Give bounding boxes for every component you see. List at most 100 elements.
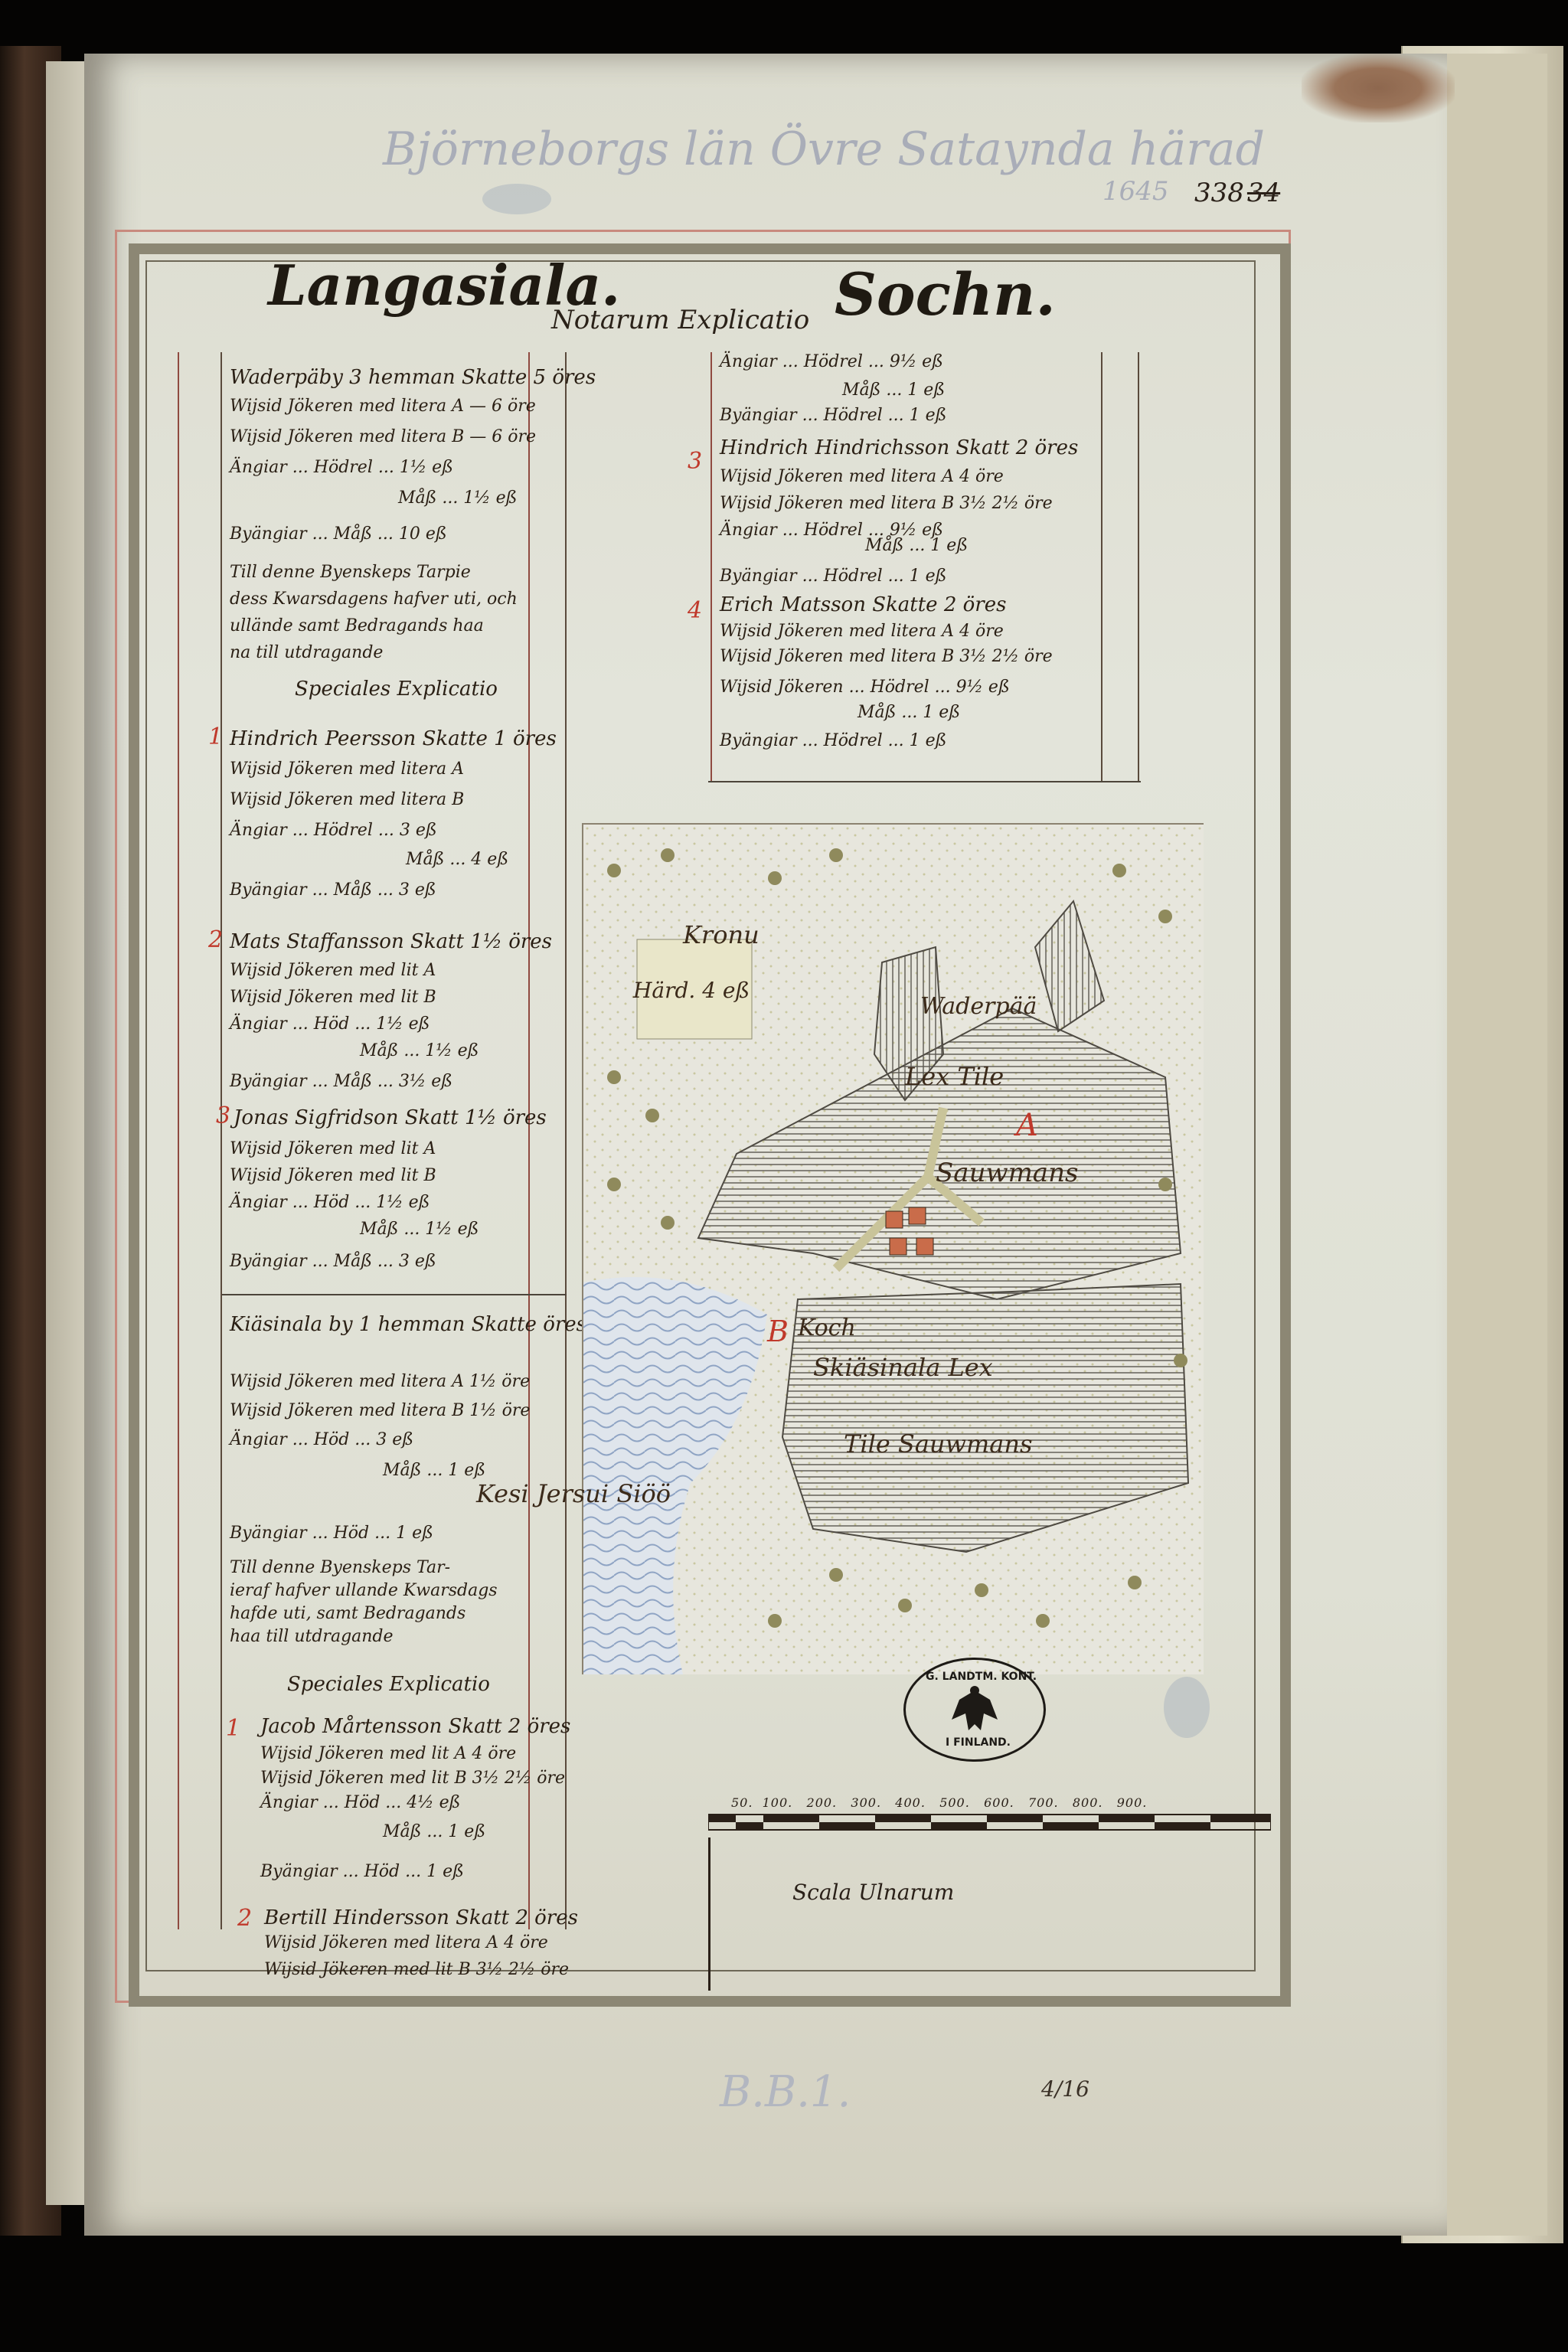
- entry-number: 1: [208, 724, 224, 750]
- person-name: Mats Staffansson Skatt 1½ öres: [230, 930, 553, 953]
- person-line: Byängiar ... Höd ... 1 eß: [260, 1862, 464, 1881]
- right-line: Måß ... 1 eß: [842, 381, 946, 400]
- scale-tick: 600.: [984, 1795, 1014, 1810]
- person-line: Wijsid Jökeren med litera B 3½ 2½ öre: [720, 647, 1053, 666]
- person-line: Byängiar ... Hödrel ... 1 eß: [720, 567, 947, 586]
- person-line: Måß ... 1½ eß: [360, 1220, 479, 1239]
- map-label-field-a1: Waderpää: [920, 993, 1037, 1020]
- entry-number: 2: [237, 1905, 253, 1932]
- person-line: Måß ... 1 eß: [383, 1822, 486, 1841]
- stamp-text-bottom: I FINLAND.: [946, 1736, 1011, 1749]
- person-line: Byängiar ... Måß ... 3½ eß: [230, 1072, 452, 1091]
- trees: [607, 848, 1187, 1628]
- person-line: Måß ... 4 eß: [406, 850, 509, 869]
- scale-tick: 500.: [939, 1795, 970, 1810]
- village1-line: Wijsid Jökeren med litera B — 6 öre: [230, 427, 537, 446]
- text-column-rule: [220, 352, 222, 1929]
- field-a-parcel: [873, 946, 945, 1102]
- farmhouses: [885, 1207, 934, 1256]
- person-line: Wijsid Jökeren med litera B 3½ 2½ öre: [720, 494, 1053, 513]
- person-line: Wijsid Jökeren med lit A 4 öre: [260, 1744, 517, 1763]
- village-road: [832, 1106, 985, 1272]
- person-name: Jonas Sigfridson Skatt 1½ öres: [234, 1106, 547, 1129]
- person-name: Erich Matsson Skatte 2 öres: [720, 593, 1007, 616]
- person-line: Byängiar ... Måß ... 3 eß: [230, 1252, 436, 1271]
- village2-line: Måß ... 1 eß: [383, 1461, 486, 1480]
- back-page-edge-inner: [1439, 54, 1547, 2236]
- right-line: Ängiar ... Hödrel ... 9½ eß: [720, 352, 943, 371]
- page-note: 4/16: [1041, 2076, 1089, 2102]
- scale-tick: 100.: [762, 1795, 793, 1810]
- person-line: Ängiar ... Hödrel ... 3 eß: [230, 821, 437, 840]
- village1-note: ullände samt Bedragands haa: [230, 616, 484, 635]
- person-line: Ängiar ... Höd ... 1½ eß: [230, 1193, 430, 1212]
- speciales-heading: Speciales Explicatio: [287, 1673, 490, 1696]
- person-line: Wijsid Jökeren med lit B: [230, 988, 436, 1007]
- map-letter-a: A: [1016, 1108, 1038, 1143]
- person-line: Wijsid Jökeren med lit A: [230, 961, 436, 980]
- person-line: Måß ... 1½ eß: [360, 1041, 479, 1060]
- scale-tick: 800.: [1072, 1795, 1103, 1810]
- folio-struck: 34: [1246, 178, 1281, 208]
- eagle-icon: [952, 1686, 998, 1730]
- person-line: Måß ... 1 eß: [858, 703, 961, 722]
- village2-line: Byängiar ... Höd ... 1 eß: [230, 1524, 433, 1543]
- pencil-shelfmark: B.B.1.: [720, 2067, 851, 2117]
- right-edge-rule: [1138, 352, 1139, 781]
- map-label-sauw: Sauwmans: [936, 1158, 1079, 1188]
- map-label-lake: Kesi Jersui Siöö: [476, 1479, 671, 1508]
- village-separator: [222, 1294, 567, 1295]
- notarum-explicatio: Notarum Explicatio: [551, 305, 810, 335]
- map-label-field-b1: Koch: [798, 1315, 856, 1341]
- foxing-stain: [1164, 1677, 1210, 1738]
- person-line: Wijsid Jökeren med litera A: [230, 760, 465, 779]
- right-line: Byängiar ... Hödrel ... 1 eß: [720, 406, 947, 425]
- field-b: [781, 1282, 1190, 1553]
- village1-note: dess Kwarsdagens hafver uti, och: [230, 590, 518, 609]
- person-line: Wijsid Jökeren med lit A: [230, 1139, 436, 1158]
- scale-tick: 300.: [851, 1795, 882, 1810]
- person-name: Bertill Hindersson Skatt 2 öres: [264, 1906, 578, 1929]
- village1-line: Byängiar ... Måß ... 10 eß: [230, 524, 447, 544]
- person-line: Wijsid Jökeren med lit B: [230, 1166, 436, 1185]
- village2-note: hafde uti, samt Bedragands: [230, 1604, 466, 1623]
- village1-note: na till utdragande: [230, 643, 384, 662]
- crown-meadow: [636, 939, 753, 1040]
- parish-title-right: Sochn.: [835, 260, 1056, 328]
- column-divider: [565, 352, 567, 1929]
- map-drawing: [583, 825, 1204, 1674]
- scale-title: Scala Ulnarum: [792, 1880, 955, 1905]
- scale-tick: 200.: [806, 1795, 838, 1810]
- village2-note: ieraf hafver ullande Kwarsdags: [230, 1581, 498, 1600]
- person-name: Hindrich Peersson Skatte 1 öres: [230, 727, 557, 750]
- pencil-archive-note: Björneborgs län Övre Sataynda härad: [383, 122, 1265, 176]
- value-column-rule: [528, 352, 530, 1929]
- person-line: Wijsid Jökeren med litera A 4 öre: [720, 622, 1004, 641]
- scale-tick: 400.: [895, 1795, 926, 1810]
- village2-line: Wijsid Jökeren med litera B 1½ öre: [230, 1401, 531, 1420]
- village2-line: Ängiar ... Höd ... 3 eß: [230, 1430, 413, 1449]
- map-label-hard: Härd. 4 eß: [633, 978, 750, 1003]
- entry-number: 3: [688, 448, 703, 475]
- right-value-rule: [1101, 352, 1102, 781]
- person-line: Wijsid Jökeren med lit B 3½ 2½ öre: [260, 1769, 566, 1788]
- person-name: Jacob Mårtensson Skatt 2 öres: [260, 1715, 571, 1738]
- person-line: Måß ... 1 eß: [865, 536, 969, 555]
- village2-line: Wijsid Jökeren med litera A 1½ öre: [230, 1372, 531, 1391]
- archive-stamp: G. LANDTM. KONT. I FINLAND.: [903, 1658, 1046, 1762]
- map-label-field-b2: Skiäsinala Lex: [813, 1353, 993, 1382]
- field-a-parcel: [1034, 899, 1106, 1033]
- scale-bar: [708, 1814, 1271, 1831]
- village1-line: Ängiar ... Hödrel ... 1½ eß: [230, 458, 453, 477]
- village1-note: Till denne Byenskeps Tarpie: [230, 563, 471, 582]
- map-label-field-b3: Tile Sauwmans: [844, 1429, 1033, 1459]
- person-line: Ängiar ... Höd ... 4½ eß: [260, 1793, 461, 1812]
- village1-line: Wijsid Jökeren med litera A — 6 öre: [230, 397, 536, 416]
- parish-title-left: Langasiala.: [268, 253, 621, 318]
- village2-note: haa till utdragande: [230, 1627, 394, 1646]
- entry-number: 1: [226, 1715, 241, 1742]
- person-line: Wijsid Jökeren med litera A 4 öre: [720, 467, 1004, 486]
- scale-tick: 900.: [1116, 1795, 1148, 1810]
- map-letter-b: B: [767, 1315, 789, 1348]
- folio-current: 338: [1194, 178, 1244, 208]
